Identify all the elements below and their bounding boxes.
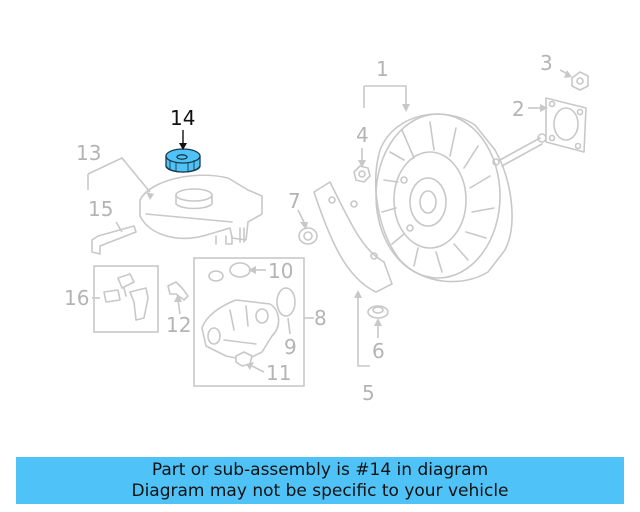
banner-line-1: Part or sub-assembly is #14 in diagram	[151, 459, 489, 480]
booster-gasket	[545, 97, 587, 153]
callout-5: 5	[362, 381, 375, 405]
callout-1: 1	[376, 57, 389, 81]
reservoir-cap-highlighted[interactable]	[165, 148, 201, 173]
callout-numbers: 1 2 3 4 5 6 7 8 9 10 11 12 13 14 15 16	[64, 51, 553, 405]
master-cylinder	[201, 262, 296, 367]
booster-nut	[571, 71, 589, 91]
master-cylinder-box	[193, 257, 305, 387]
sensor-group-box	[93, 265, 159, 333]
callout-9: 9	[284, 335, 297, 359]
brake-booster	[374, 113, 547, 283]
grommet	[367, 305, 389, 319]
banner-line-2: Diagram may not be specific to your vehi…	[131, 480, 509, 501]
washer	[298, 227, 318, 245]
info-banner: Part or sub-assembly is #14 in diagram D…	[16, 457, 624, 504]
callout-12: 12	[166, 313, 191, 337]
callout-7: 7	[288, 189, 301, 213]
highlighted-leader	[179, 130, 187, 150]
booster-mount-nut	[353, 165, 371, 183]
callout-13: 13	[76, 141, 101, 165]
callout-15: 15	[88, 197, 113, 221]
callout-11: 11	[266, 361, 291, 385]
reservoir-pin	[91, 225, 137, 255]
callout-2: 2	[512, 97, 525, 121]
callout-10: 10	[268, 259, 293, 283]
fluid-reservoir	[139, 174, 263, 245]
callout-4: 4	[356, 123, 369, 147]
leader-lines	[87, 69, 572, 373]
callout-8: 8	[314, 306, 327, 330]
bleeder-screw	[167, 281, 189, 301]
sensor-parts	[103, 273, 149, 321]
callout-3: 3	[540, 51, 553, 75]
callout-6: 6	[372, 339, 385, 363]
callout-14[interactable]: 14	[170, 106, 195, 130]
heat-shield	[313, 181, 393, 293]
callout-16: 16	[64, 286, 89, 310]
